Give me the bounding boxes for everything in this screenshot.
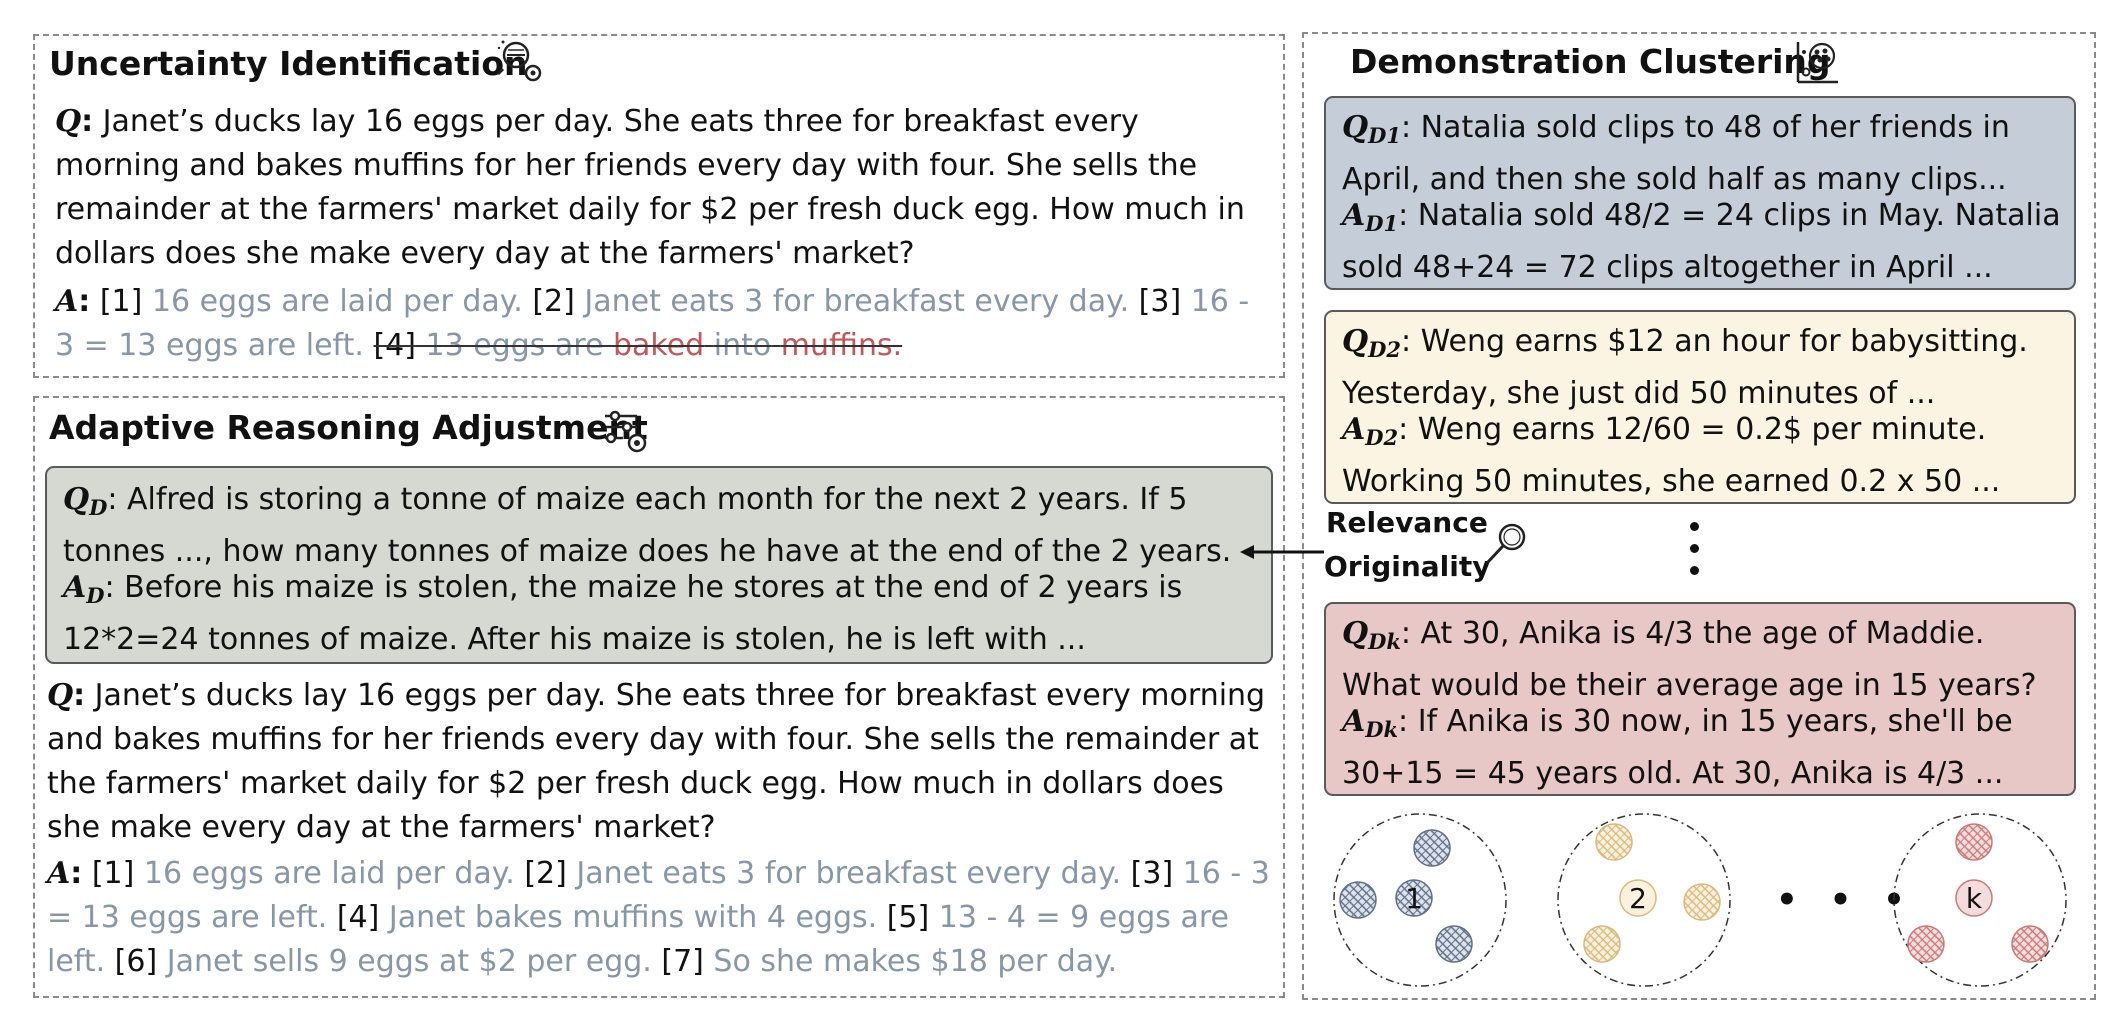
question-text: Janet’s ducks lay 16 eggs per day. She e… (55, 104, 1245, 271)
demo-question: QD: Alfred is storing a tonne of maize e… (63, 482, 1232, 569)
step-number: [1] (91, 856, 135, 891)
step-text: 16 - 3 = 13 eggs are left. (47, 856, 1270, 935)
step-text: 13 - 4 = 9 eggs are left. (47, 900, 1229, 979)
cluster-demo-question: QDk: At 30, Anika is 4/3 the age of Madd… (1342, 616, 2037, 703)
cluster-label: k (1966, 882, 1983, 915)
magnifier-icon (1486, 523, 1526, 564)
demo-answer: AD: Before his maize is stolen, the maiz… (63, 570, 1183, 657)
cluster-demo-2: QD2: Weng earns $12 an hour for babysitt… (1324, 310, 2076, 504)
selection-arrow (1240, 545, 1324, 559)
vertical-ellipsis-dot (1690, 566, 1699, 575)
step-number: [6] (114, 944, 158, 979)
step-number: [4] (336, 900, 380, 935)
struck-step: [4] 13 eggs are baked into muffins. (373, 328, 903, 363)
magnifier-gear-icon (496, 40, 542, 82)
step-number: [7] (661, 944, 704, 979)
step-text: 16 eggs are laid per day. (151, 284, 523, 319)
originality-label: Originality (1320, 550, 1495, 583)
clustering-title: Demonstration Clustering (1350, 42, 1831, 81)
uncertainty-answer: A: [1] 16 eggs are laid per day. [2] Jan… (55, 284, 1250, 363)
step-number: [3] (1130, 856, 1174, 891)
vertical-ellipsis-dot (1690, 522, 1699, 531)
step-text: So she makes $18 per day. (713, 944, 1118, 979)
q-label: Q (55, 104, 82, 139)
cluster-demo-1: QD1: Natalia sold clips to 48 of her fri… (1324, 96, 2076, 290)
cluster-demo-answer: ADk: If Anika is 30 now, in 15 years, sh… (1342, 704, 2013, 791)
vertical-ellipsis-dot (1690, 544, 1699, 553)
step-text: Janet eats 3 for breakfast every day. (584, 284, 1130, 319)
cluster-demo-question: QD2: Weng earns $12 an hour for babysitt… (1342, 324, 2028, 411)
cluster-demo-question: QD1: Natalia sold clips to 48 of her fri… (1342, 110, 2010, 197)
adaptive-panel: Adaptive Reasoning Adjustment QD: Alfred… (33, 396, 1285, 998)
cluster-demo-k: QDk: At 30, Anika is 4/3 the age of Madd… (1324, 602, 2076, 796)
step-text: Janet bakes muffins with 4 eggs. (388, 900, 878, 935)
cluster-2: 2 (1557, 813, 1731, 987)
step-text: 16 - 3 = 13 eggs are left. (55, 284, 1250, 363)
relevance-label: Relevance (1322, 506, 1492, 539)
step-number: [5] (886, 900, 930, 935)
cluster-label: 2 (1629, 882, 1647, 915)
cluster-label: 1 (1405, 882, 1423, 915)
step-text: 16 eggs are laid per day. (143, 856, 515, 891)
adaptive-title: Adaptive Reasoning Adjustment (49, 408, 648, 447)
uncertainty-panel: Uncertainty Identification Q: Janet’s du… (33, 34, 1285, 378)
scatter-plot-icon (1796, 42, 1838, 84)
step-text: Janet sells 9 eggs at $2 per egg. (166, 944, 652, 979)
uncertainty-question: Q: Janet’s ducks lay 16 eggs per day. Sh… (55, 104, 1245, 271)
step-number: [2] (524, 856, 567, 891)
a-label: A (55, 284, 79, 319)
clustering-panel: Demonstration Clustering QD1: Natalia so… (1302, 32, 2096, 1000)
step-text: Janet eats 3 for breakfast every day. (576, 856, 1122, 891)
horizontal-ellipsis: • • • (1776, 880, 1915, 920)
cluster-k: k (1893, 813, 2067, 987)
step-number: [2] (532, 284, 575, 319)
step-number: [1] (99, 284, 143, 319)
uncertainty-title: Uncertainty Identification (49, 44, 528, 83)
cluster-demo-answer: AD1: Natalia sold 48/2 = 24 clips in May… (1342, 198, 2061, 285)
demo-box: QD: Alfred is storing a tonne of maize e… (45, 466, 1273, 664)
adaptive-answer: A: [1] 16 eggs are laid per day. [2] Jan… (47, 856, 1270, 979)
settings-sliders-icon (605, 410, 647, 453)
cluster-demo-answer: AD2: Weng earns 12/60 = 0.2$ per minute.… (1342, 412, 2001, 499)
step-number: [3] (1138, 284, 1182, 319)
cluster-1: 1 (1333, 813, 1507, 987)
adaptive-question: Q: Janet’s ducks lay 16 eggs per day. Sh… (47, 678, 1266, 845)
